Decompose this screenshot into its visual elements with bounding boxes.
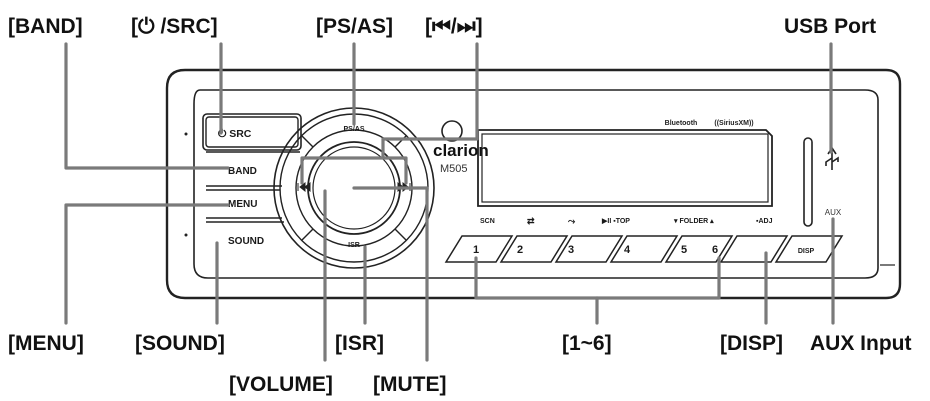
band-button-label: BAND bbox=[228, 166, 257, 177]
brand-block: clarion M505 bbox=[433, 141, 489, 175]
prev-track-icon bbox=[297, 181, 311, 193]
callout-isr: [ISR] bbox=[335, 332, 384, 355]
preset-button-5[interactable] bbox=[664, 235, 734, 263]
callout-src: [⏻ /SRC] bbox=[131, 15, 218, 38]
src-button-label: ⏻ SRC bbox=[218, 127, 252, 140]
preset-key-6: 6 bbox=[712, 244, 718, 256]
preset-function-1: SCN bbox=[480, 218, 495, 225]
callout-disp: [DISP] bbox=[720, 332, 783, 355]
bluetooth-logo: Bluetooth bbox=[665, 120, 698, 127]
preset-key-1: 1 bbox=[473, 244, 479, 256]
preset-key-2: 2 bbox=[517, 244, 523, 256]
usb-aux-area: AUX bbox=[803, 137, 842, 227]
callout-ps-as: [PS/AS] bbox=[316, 15, 393, 38]
preset-function-6: ▪ADJ bbox=[756, 218, 773, 225]
ps-as-label: PS/AS bbox=[343, 126, 364, 133]
callout-track: [⏮/⏭] bbox=[425, 15, 483, 38]
callout-usb-port: USB Port bbox=[784, 15, 876, 38]
callout-mute: [MUTE] bbox=[373, 373, 446, 396]
leader-lines bbox=[64, 42, 835, 362]
preset-button-4[interactable] bbox=[609, 235, 679, 263]
brand-logo: clarion bbox=[433, 141, 489, 160]
preset-key-3: 3 bbox=[568, 244, 574, 256]
preset-key-5: 5 bbox=[681, 244, 687, 256]
preset-button-2[interactable] bbox=[499, 235, 569, 263]
callout-labels: [BAND] [⏻ /SRC] [PS/AS] [⏮/⏭] USB Port [… bbox=[8, 15, 911, 396]
preset-button-6[interactable] bbox=[719, 235, 789, 263]
callout-aux-input: AUX Input bbox=[810, 332, 911, 355]
callout-volume: [VOLUME] bbox=[229, 373, 333, 396]
display-window: Bluetooth ((SiriusXM)) bbox=[477, 120, 773, 207]
sound-button-label: SOUND bbox=[228, 236, 264, 247]
callout-sound: [SOUND] bbox=[135, 332, 225, 355]
preset-function-4: ▶II ▪TOP bbox=[601, 218, 630, 225]
menu-button-label: MENU bbox=[228, 199, 257, 210]
preset-function-5: ▾ FOLDER ▴ bbox=[673, 218, 714, 225]
disp-key: DISP bbox=[798, 248, 815, 255]
usb-port-slot bbox=[803, 137, 813, 227]
isr-label: ISR bbox=[348, 242, 360, 249]
preset-key-4: 4 bbox=[624, 244, 631, 256]
callout-presets: [1~6] bbox=[562, 332, 612, 355]
faceplate bbox=[165, 68, 902, 300]
aux-label: AUX bbox=[825, 208, 842, 217]
disp-button[interactable] bbox=[774, 235, 844, 263]
preset-button-1[interactable] bbox=[444, 235, 514, 263]
release-button bbox=[441, 120, 463, 142]
preset-function-labels: SCN ⇄ ⤳ ▶II ▪TOP ▾ FOLDER ▴ ▪ADJ bbox=[480, 216, 773, 226]
preset-function-3: ⤳ bbox=[568, 216, 576, 226]
preset-buttons: 1 2 3 4 5 6 DISP bbox=[444, 235, 844, 263]
model-label: M505 bbox=[440, 163, 468, 175]
left-button-column: ⏻ SRC BAND MENU SOUND bbox=[184, 113, 302, 247]
preset-button-3[interactable] bbox=[554, 235, 624, 263]
siriusxm-logo: ((SiriusXM)) bbox=[714, 120, 753, 127]
preset-function-2: ⇄ bbox=[527, 216, 535, 226]
callout-band: [BAND] bbox=[8, 15, 83, 38]
callout-menu: [MENU] bbox=[8, 332, 84, 355]
